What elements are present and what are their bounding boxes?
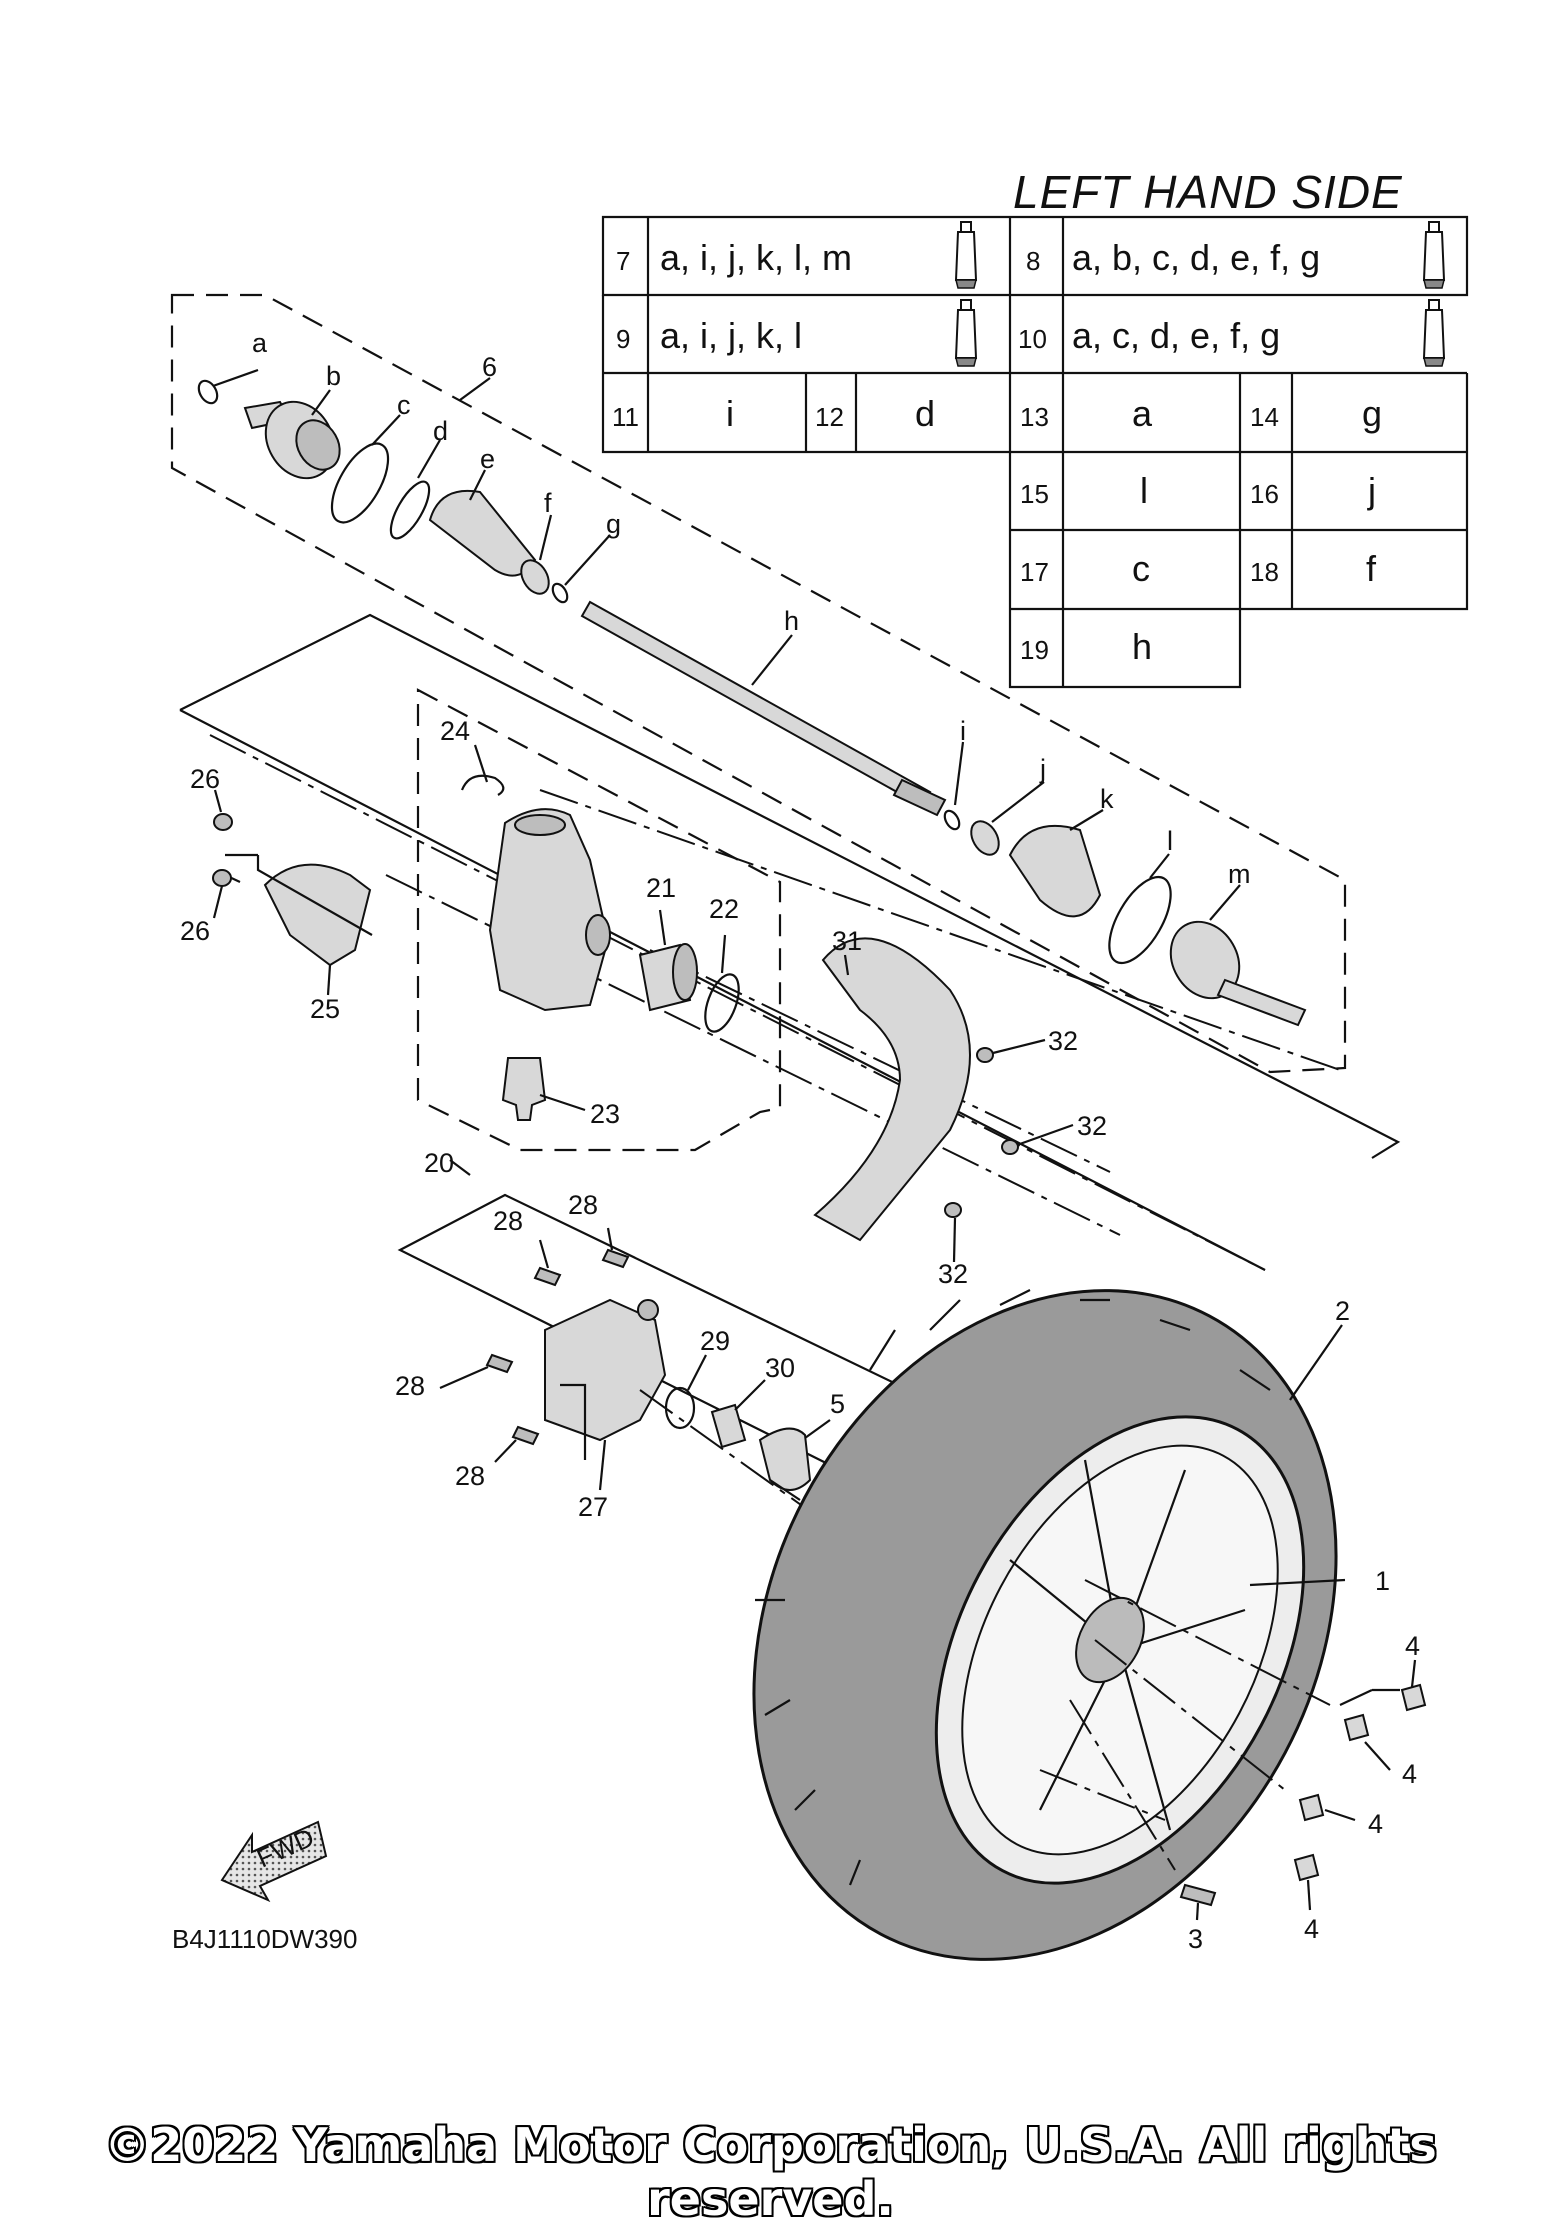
callout-32: 32: [938, 1259, 968, 1289]
hub-area: [397, 1193, 1125, 1691]
callout-31: 31: [832, 926, 862, 956]
callout-29: 29: [700, 1326, 730, 1356]
kit-table: [601, 215, 1469, 689]
kit-num-16: 16: [1250, 479, 1279, 509]
kit-num-15: 15: [1020, 479, 1049, 509]
callout-c: c: [397, 390, 411, 420]
letter-leaders: [212, 368, 1241, 921]
callout-2: 2: [1335, 1296, 1350, 1326]
callout-25: 25: [310, 994, 340, 1024]
callout-m: m: [1228, 859, 1251, 889]
kit-letters-17: c: [1132, 548, 1150, 589]
callout-4: 4: [1405, 1631, 1420, 1661]
callout-20: 20: [424, 1148, 454, 1178]
kit-num-19: 19: [1020, 635, 1049, 665]
callout-5: 5: [830, 1389, 845, 1419]
callout-21: 21: [646, 873, 676, 903]
callout-27: 27: [578, 1492, 608, 1522]
kit-num-8: 8: [1026, 246, 1040, 276]
callout-e: e: [480, 444, 495, 474]
drive-shaft-assembly: [170, 293, 1347, 1074]
callout-24: 24: [440, 716, 470, 746]
callout-32: 32: [1048, 1026, 1078, 1056]
grease-tube-icon: [1423, 299, 1445, 367]
callout-28: 28: [455, 1461, 485, 1491]
callout-a: a: [252, 328, 268, 358]
callout-i: i: [960, 716, 966, 746]
knuckle-leaders: [212, 744, 1074, 1263]
kit-letters-7: a, i, j, k, l, m: [660, 237, 852, 278]
kit-num-9: 9: [616, 324, 630, 354]
kit-num-12: 12: [815, 402, 844, 432]
kit-num-13: 13: [1020, 402, 1049, 432]
grease-tube-icon: [955, 299, 977, 367]
callout-30: 30: [765, 1353, 795, 1383]
callout-1: 1: [1375, 1566, 1390, 1596]
fwd-arrow-icon: [220, 1820, 328, 1903]
kit-num-17: 17: [1020, 557, 1049, 587]
diagram-title: LEFT HAND SIDE: [1013, 166, 1403, 218]
callout-28: 28: [493, 1206, 523, 1236]
callout-22: 22: [709, 894, 739, 924]
kit-letters-16: j: [1367, 470, 1376, 511]
kit-num-10: 10: [1018, 324, 1047, 354]
callout-3: 3: [1188, 1924, 1203, 1954]
callout-6: 6: [482, 352, 497, 382]
wheel-leaders: [1195, 1324, 1417, 1921]
callout-4: 4: [1368, 1809, 1383, 1839]
kit-letters-14: g: [1362, 393, 1382, 434]
kit-letters-13: a: [1132, 393, 1153, 434]
callout-f: f: [544, 488, 552, 518]
copyright-notice: ©2022 Yamaha Motor Corporation, U.S.A. A…: [104, 2118, 1437, 2226]
callout-28: 28: [568, 1190, 598, 1220]
callout-g: g: [606, 509, 621, 539]
callout-32: 32: [1077, 1111, 1107, 1141]
callout-23: 23: [590, 1099, 620, 1129]
kit-num-18: 18: [1250, 557, 1279, 587]
callout-26: 26: [180, 916, 210, 946]
hub-leaders: [439, 1227, 831, 1491]
kit-num-14: 14: [1250, 402, 1279, 432]
kit-num-7: 7: [616, 246, 630, 276]
knuckle-area: [179, 613, 1401, 1271]
grease-tube-icon: [1423, 221, 1445, 289]
callout-b: b: [326, 361, 341, 391]
kit-letters-9: a, i, j, k, l: [660, 315, 802, 356]
callout-j: j: [1039, 754, 1046, 784]
kit-letters-11: i: [726, 393, 734, 434]
kit-letters-19: h: [1132, 626, 1152, 667]
callout-l: l: [1167, 826, 1173, 856]
callout-4: 4: [1304, 1914, 1319, 1944]
callout-26: 26: [190, 764, 220, 794]
kit-num-11: 11: [612, 402, 639, 432]
kit-letters-18: f: [1366, 548, 1377, 589]
callout-28: 28: [395, 1371, 425, 1401]
diagram-code: B4J1110DW390: [172, 1924, 357, 1954]
kit-letters-15: l: [1140, 470, 1148, 511]
callout-h: h: [784, 606, 799, 636]
grease-tube-icon: [955, 221, 977, 289]
kit-letters-10: a, c, d, e, f, g: [1072, 315, 1280, 356]
callout-4: 4: [1402, 1759, 1417, 1789]
callout-d: d: [433, 416, 448, 446]
kit-letters-12: d: [915, 393, 935, 434]
wheel-tire: [752, 1289, 1427, 1961]
callout-k: k: [1100, 784, 1114, 814]
kit-letters-8: a, b, c, d, e, f, g: [1072, 237, 1320, 278]
